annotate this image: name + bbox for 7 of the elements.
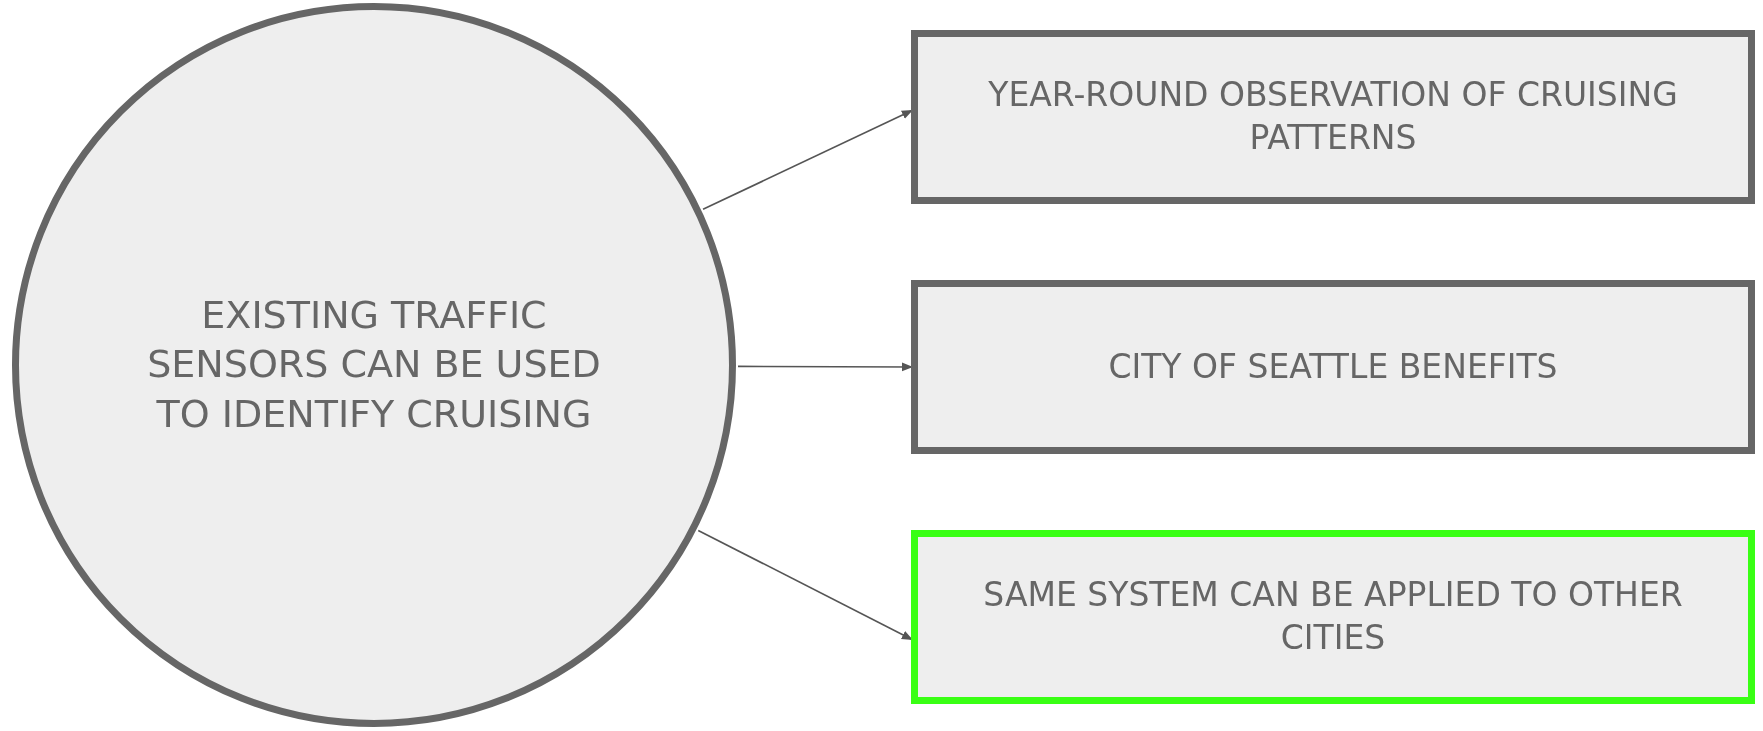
process-box [911, 280, 1755, 454]
node-text: YEAR-ROUND OBSERVATION OF CRUISING PATTERNS [987, 74, 1679, 159]
process-box [911, 530, 1755, 704]
node-text: CITY OF SEATTLE BENEFITS [1108, 345, 1558, 388]
process-box [911, 30, 1755, 204]
node-text: EXISTING TRAFFIC SENSORS CAN BE USED TO IDENTIFY CRUISING [146, 291, 602, 438]
node-text: SAME SYSTEM CAN BE APPLIED TO OTHER CITIES [982, 574, 1684, 659]
